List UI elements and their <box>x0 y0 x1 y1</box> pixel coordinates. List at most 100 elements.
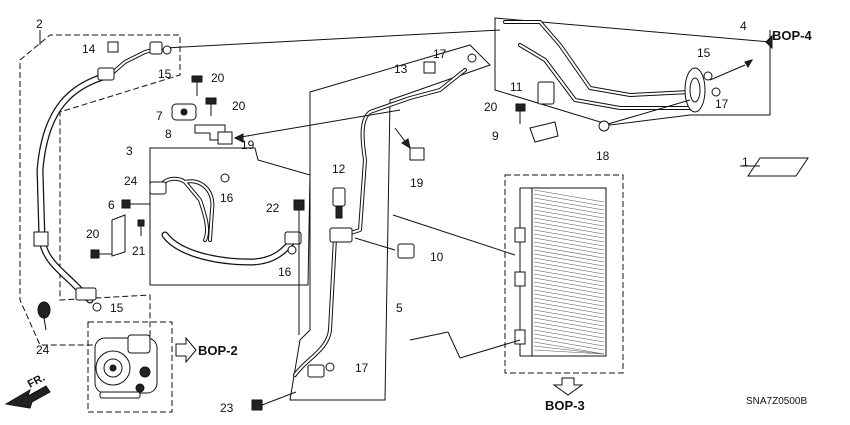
leader-condenser-mid2 <box>447 331 461 359</box>
condenser-fin <box>533 245 605 259</box>
suction-end-fitting-icon <box>284 231 302 245</box>
condenser-fin <box>533 321 605 335</box>
hose-fitting-icon <box>97 67 115 81</box>
condenser-fin <box>533 213 605 227</box>
o-ring-icon-7 <box>711 87 721 97</box>
condenser-fin <box>533 261 605 275</box>
o-ring-icon-4 <box>92 302 102 312</box>
compressor-box <box>87 321 173 413</box>
bop2-arrow-icon <box>175 336 197 364</box>
clip-icon <box>217 131 233 145</box>
bolt-icon-4 <box>137 219 145 236</box>
condenser-fin <box>533 229 605 243</box>
o-ring-icon-6 <box>703 71 713 81</box>
callout-6: 6 <box>108 198 115 212</box>
callout-17-bottom: 17 <box>355 361 369 375</box>
callout-21: 21 <box>132 244 146 258</box>
callout-7: 7 <box>156 109 163 123</box>
callout-1: 1 <box>742 155 749 169</box>
callout-5: 5 <box>396 301 403 315</box>
condenser-fin <box>533 189 605 203</box>
pressure-switch-icon <box>332 187 346 219</box>
callout-11: 11 <box>510 80 523 94</box>
callout-22: 22 <box>266 201 280 215</box>
discharge-hose <box>33 41 163 304</box>
condenser-icon <box>514 187 607 357</box>
clip-icon-2 <box>409 147 425 161</box>
condenser-fin <box>533 253 605 267</box>
condenser-box <box>504 174 624 374</box>
condenser-fin <box>533 309 605 323</box>
callout-3: 3 <box>126 144 133 158</box>
condenser-fin <box>533 249 605 263</box>
label-sheet-icon <box>747 157 809 177</box>
condenser-fin <box>533 217 605 231</box>
bop4-arrow-icon <box>765 34 773 50</box>
callout-16-lower: 16 <box>278 265 292 279</box>
callout-8: 8 <box>165 127 172 141</box>
arrow-19-mid <box>401 138 411 150</box>
callout-20-left: 20 <box>86 227 100 241</box>
condenser-fin <box>533 209 605 223</box>
leader-condenser-low <box>459 339 521 359</box>
condenser-fin <box>533 297 605 311</box>
callout-10: 10 <box>430 250 444 264</box>
o-ring-icon-8 <box>325 362 335 372</box>
condenser-fin <box>533 233 605 247</box>
condenser-fin <box>533 197 605 211</box>
pipe-flange-bore-icon <box>689 77 701 103</box>
ac-compressor-icon <box>94 334 158 399</box>
bolt-icon-6 <box>293 199 305 335</box>
front-arrow-icon <box>4 385 51 409</box>
bop3-arrow-icon <box>552 377 584 396</box>
compressor-fitting-icon <box>75 287 97 301</box>
group-outline-pipe-5 <box>289 44 491 401</box>
callout-23: 23 <box>220 401 234 415</box>
condenser-fin <box>533 241 605 255</box>
condenser-fin <box>533 313 605 327</box>
clamp-bracket-icon <box>171 103 197 121</box>
condenser-fin <box>533 289 605 303</box>
callout-16-upper: 16 <box>220 191 234 205</box>
callout-24-center: 24 <box>124 174 138 188</box>
condenser-fin <box>533 341 605 355</box>
bolt-icon-5 <box>90 249 112 259</box>
callout-17-right: 17 <box>715 97 729 111</box>
leader-bop4 <box>709 64 746 81</box>
arrow-bop4-head <box>744 59 754 68</box>
condenser-fin <box>533 333 605 347</box>
bop3-label: BOP-3 <box>545 398 585 413</box>
condenser-fin <box>533 305 605 319</box>
condenser-fin <box>533 237 605 251</box>
leader-condenser-top <box>392 214 516 256</box>
callout-20-right: 20 <box>484 100 498 114</box>
condenser-fin <box>533 269 605 283</box>
arrow-19-upper <box>233 133 244 143</box>
callout-18: 18 <box>596 149 610 163</box>
callout-13: 13 <box>394 62 408 76</box>
bracket-icon-3 <box>529 121 559 143</box>
callout-14: 14 <box>82 42 96 56</box>
condenser-fin <box>533 201 605 215</box>
leader-4 <box>164 29 501 49</box>
condenser-fin <box>533 301 605 315</box>
bracket-icon-2 <box>537 81 555 105</box>
callout-9: 9 <box>492 129 499 143</box>
callout-19-upper: 19 <box>241 138 255 152</box>
callout-19-mid: 19 <box>410 176 424 190</box>
leader-10-line <box>354 237 396 251</box>
liquid-pipe <box>293 68 467 378</box>
hose-end-fitting-icon <box>149 41 163 55</box>
callout-20-top: 20 <box>211 71 225 85</box>
condenser-fin <box>533 277 605 291</box>
callout-4: 4 <box>740 19 747 33</box>
condenser-fin <box>533 349 605 355</box>
nut-icon-3 <box>598 120 610 132</box>
condenser-fin <box>533 193 605 207</box>
callout-15-right: 15 <box>697 46 711 60</box>
bop2-label: BOP-2 <box>198 343 238 358</box>
pipe-end-fitting-icon <box>307 364 325 378</box>
suction-hose <box>149 176 302 266</box>
